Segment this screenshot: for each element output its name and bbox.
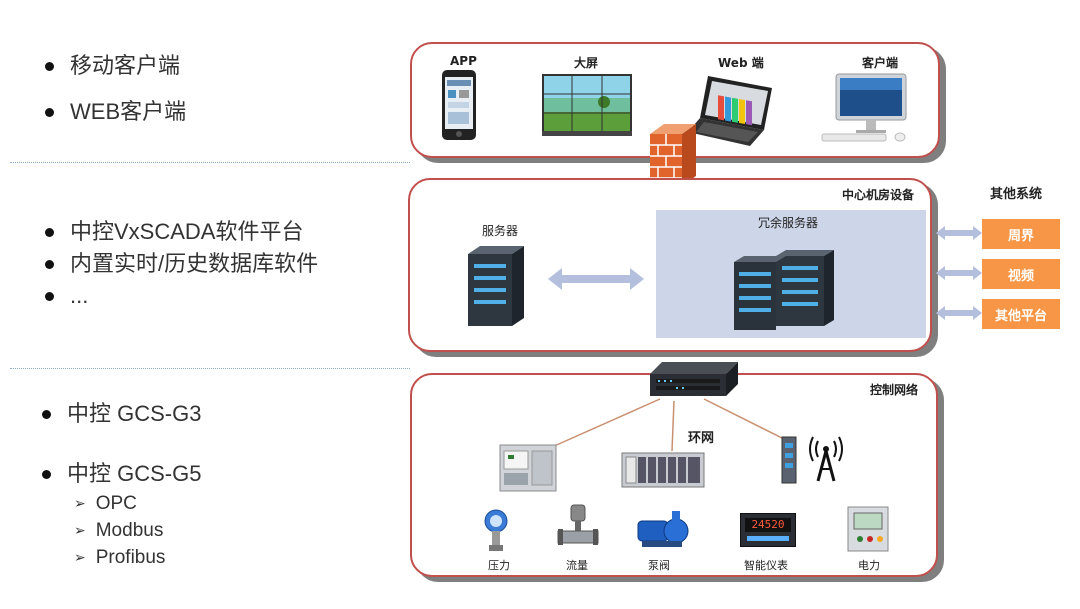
software-bullets: 中控VxSCADA软件平台 内置实时/历史数据库软件 ...: [45, 216, 318, 312]
smartphone-icon: [442, 70, 476, 140]
bigscreen-label: 大屏: [574, 56, 599, 70]
datacenter-title: 中心机房设备: [842, 188, 915, 202]
protocol-profibus: ➢Profibus: [74, 544, 201, 571]
server-icon: [468, 246, 524, 326]
client-panel: APP 大屏 Web 端 客户端: [410, 42, 940, 158]
bullet-gcs-g5: 中控 GCS-G5: [42, 458, 201, 490]
separator-top: [10, 162, 410, 163]
ring-network-label: 环网: [688, 431, 715, 446]
arrow-icon: ➢: [74, 549, 86, 565]
desktop-monitor-icon: [821, 73, 907, 142]
bullet-database: 内置实时/历史数据库软件: [45, 248, 318, 280]
other-systems-title: 其他系统: [990, 187, 1043, 202]
double-arrow-icon: [936, 306, 982, 320]
protocol-modbus: ➢Modbus: [74, 517, 201, 544]
bullet-mobile-client: 移动客户端: [45, 50, 186, 82]
redundant-servers-icon: [734, 250, 834, 330]
video-system: 视频: [982, 259, 1060, 289]
other-platform-system: 其他平台: [982, 299, 1060, 329]
flow-label: 流量: [566, 559, 588, 572]
plc-controller-icon: [499, 444, 557, 492]
redundant-server-label: 冗余服务器: [758, 216, 819, 230]
network-links: [551, 398, 793, 452]
bullet-web-client: WEB客户端: [45, 96, 186, 128]
arrow-icon: ➢: [74, 495, 86, 511]
controller-bullets: 中控 GCS-G3 中控 GCS-G5 ➢OPC ➢Modbus ➢Profib…: [42, 398, 201, 571]
redundant-server-area: 冗余服务器: [656, 210, 926, 338]
perimeter-system: 周界: [982, 219, 1060, 249]
client-bullets: 移动客户端 WEB客户端: [45, 50, 186, 128]
double-arrow-icon: [548, 268, 644, 290]
pressure-label: 压力: [488, 559, 510, 572]
protocol-opc: ➢OPC: [74, 490, 201, 517]
io-rack-icon: [621, 452, 705, 488]
pump-valve-label: 泵阀: [648, 559, 670, 572]
laptop-icon: [688, 76, 772, 146]
separator-bottom: [10, 368, 410, 369]
pump-valve-icon: [637, 511, 689, 547]
firewall-icon: [650, 124, 696, 186]
bullet-ellipsis: ...: [45, 280, 318, 312]
network-switch-icon: [650, 362, 738, 396]
control-network-panel: 控制网络 环网: [410, 373, 938, 577]
smart-meter-icon: 24520: [740, 513, 796, 547]
app-label: APP: [450, 54, 477, 68]
meter-display: 24520: [745, 518, 791, 532]
bullet-gcs-g3: 中控 GCS-G3: [42, 398, 201, 430]
power-label: 电力: [858, 559, 880, 572]
double-arrow-icon: [936, 226, 982, 240]
control-network-title: 控制网络: [870, 383, 919, 397]
datacenter-panel: 中心机房设备 服务器 冗余服务器: [408, 178, 932, 352]
double-arrow-icon: [936, 266, 982, 280]
flowmeter-icon: [557, 504, 599, 545]
bullet-scada-platform: 中控VxSCADA软件平台: [45, 216, 318, 248]
arrow-icon: ➢: [74, 522, 86, 538]
web-label: Web 端: [718, 56, 764, 70]
smart-meter-label: 智能仪表: [744, 559, 788, 572]
client-label: 客户端: [862, 56, 899, 70]
video-wall-icon: [542, 74, 632, 136]
power-meter-icon: [847, 506, 889, 552]
server-label: 服务器: [482, 224, 519, 238]
wireless-gateway-icon: [781, 436, 843, 484]
pressure-transmitter-icon: [484, 509, 508, 551]
